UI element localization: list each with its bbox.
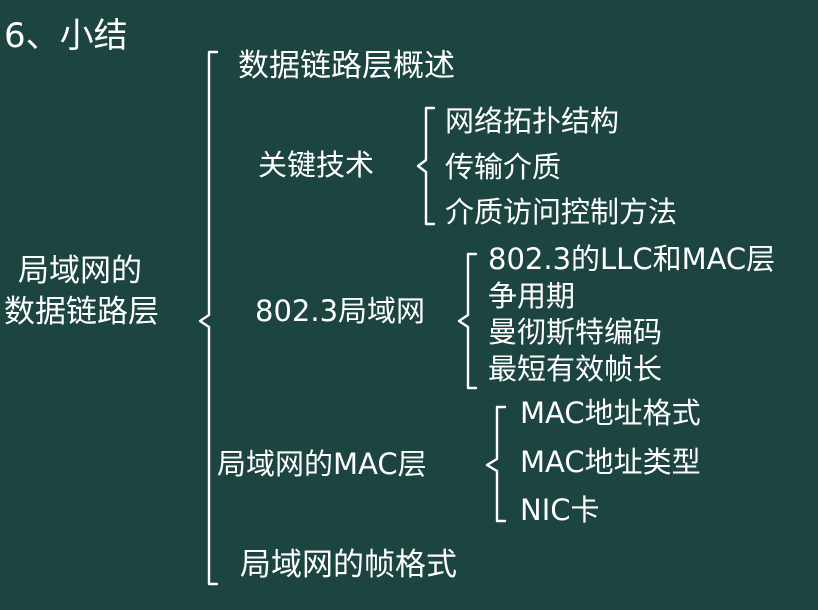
key-tech-brace [416, 106, 436, 226]
ieee8023-item-contention: 争用期 [488, 279, 576, 313]
mac-layer-item-address-type: MAC地址类型 [520, 445, 701, 479]
key-tech-item-topology: 网络拓扑结构 [445, 104, 620, 138]
topic-frame-format: 局域网的帧格式 [240, 547, 457, 583]
root-brace [198, 50, 219, 586]
mac-layer-item-address-format: MAC地址格式 [520, 396, 701, 430]
slide-heading: 6、小结 [4, 16, 128, 56]
key-tech-item-mac-method: 介质访问控制方法 [445, 195, 678, 229]
ieee8023-item-llc-mac: 802.3的LLC和MAC层 [488, 242, 776, 276]
mac-layer-item-nic: NIC卡 [520, 493, 600, 527]
root-label-line-2: 数据链路层 [4, 294, 159, 330]
topic-overview: 数据链路层概述 [238, 48, 455, 84]
topic-mac-layer: 局域网的MAC层 [217, 447, 427, 481]
ieee8023-item-manchester: 曼彻斯特编码 [488, 315, 663, 349]
key-tech-item-medium: 传输介质 [445, 150, 562, 184]
mac-layer-brace [485, 405, 507, 523]
topic-key-tech: 关键技术 [258, 148, 375, 182]
topic-ieee8023: 802.3局域网 [255, 294, 426, 328]
root-label-line-1: 局域网的 [18, 253, 142, 289]
ieee8023-item-min-frame: 最短有效帧长 [488, 352, 663, 386]
ieee8023-brace [457, 252, 478, 390]
